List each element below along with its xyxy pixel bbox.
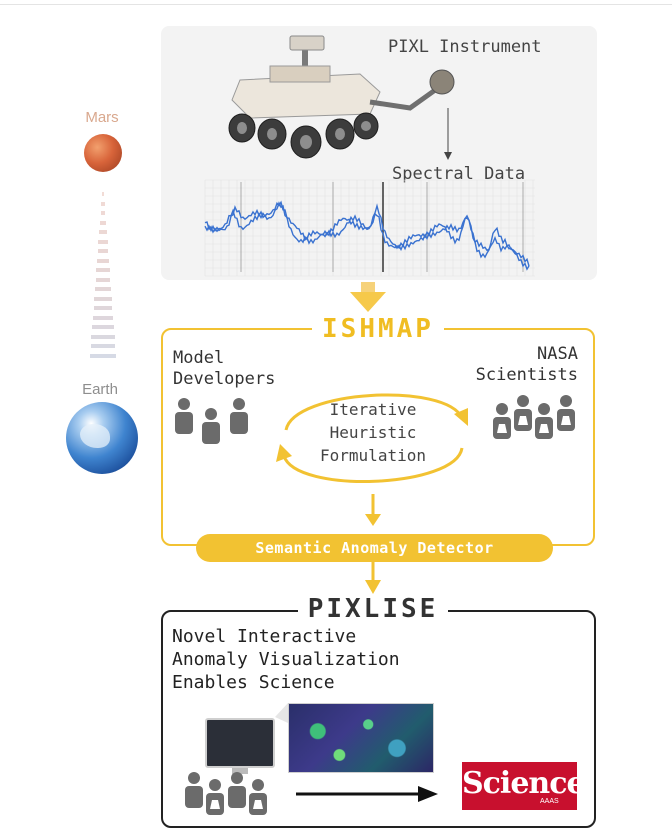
- model-developers-person-icon: [175, 398, 248, 444]
- spectrum-trace: [204, 201, 530, 267]
- instrument-arrow-icon: [444, 108, 452, 160]
- users-group-icon: [185, 772, 267, 815]
- iterative-loop-icon: [276, 393, 468, 483]
- transmission-bar: [91, 334, 115, 339]
- down-arrow-icon: [350, 282, 386, 312]
- loop-text: Iterative Heuristic Formulation: [320, 400, 426, 465]
- pixlise-description: Novel Interactive Anomaly Visualization …: [172, 626, 400, 693]
- loop-down-arrow-icon: [365, 494, 381, 526]
- earth-planet-icon: [66, 402, 138, 474]
- ishmap-title: ISHMAP: [322, 314, 434, 344]
- anomaly-visualization-image: [288, 703, 434, 773]
- transmission-bar: [97, 258, 109, 263]
- pixlise-title: PIXLISE: [307, 594, 439, 624]
- transmission-bar: [102, 192, 104, 196]
- transmission-bar: [93, 306, 113, 310]
- transmission-bar: [99, 220, 107, 225]
- transmission-bar: [100, 211, 106, 215]
- zoom-connector: [275, 703, 288, 723]
- nasa-scientists-icon: [493, 395, 575, 439]
- transmission-bar: [94, 287, 112, 291]
- transmission-bar: [101, 201, 105, 206]
- transmission-bar: [99, 230, 107, 234]
- spectrum-plot: [204, 179, 535, 277]
- rover-icon: [228, 35, 455, 159]
- transmission-bar: [90, 353, 116, 358]
- monitor-stand: [232, 768, 248, 774]
- detector-down-arrow-icon: [365, 562, 381, 594]
- transmission-bar: [90, 344, 116, 348]
- rover-panel: [161, 26, 597, 280]
- transmission-bar: [97, 249, 109, 253]
- mars-planet-icon: [84, 134, 122, 172]
- mars-label: Mars: [85, 109, 119, 126]
- semantic-anomaly-detector: Semantic Anomaly Detector: [196, 534, 553, 562]
- monitor-icon: [205, 718, 275, 768]
- pixl-instrument-label: PIXL Instrument: [388, 37, 542, 57]
- transmission-bar: [92, 325, 114, 329]
- transmission-bar: [95, 277, 111, 282]
- transmission-bar: [92, 315, 114, 320]
- earth-label: Earth: [82, 381, 118, 398]
- science-logo: Science: [462, 762, 586, 810]
- result-arrow-icon: [296, 786, 438, 802]
- model-developers-label: Model Developers: [173, 348, 276, 389]
- transmission-bar: [96, 268, 110, 272]
- transmission-bar: [98, 239, 108, 244]
- nasa-scientists-label: NASA Scientists: [475, 344, 578, 385]
- transmission-bar: [94, 296, 112, 301]
- top-divider: [0, 4, 672, 5]
- spectral-data-label: Spectral Data: [392, 164, 526, 184]
- aaas-label: AAAS: [540, 798, 559, 805]
